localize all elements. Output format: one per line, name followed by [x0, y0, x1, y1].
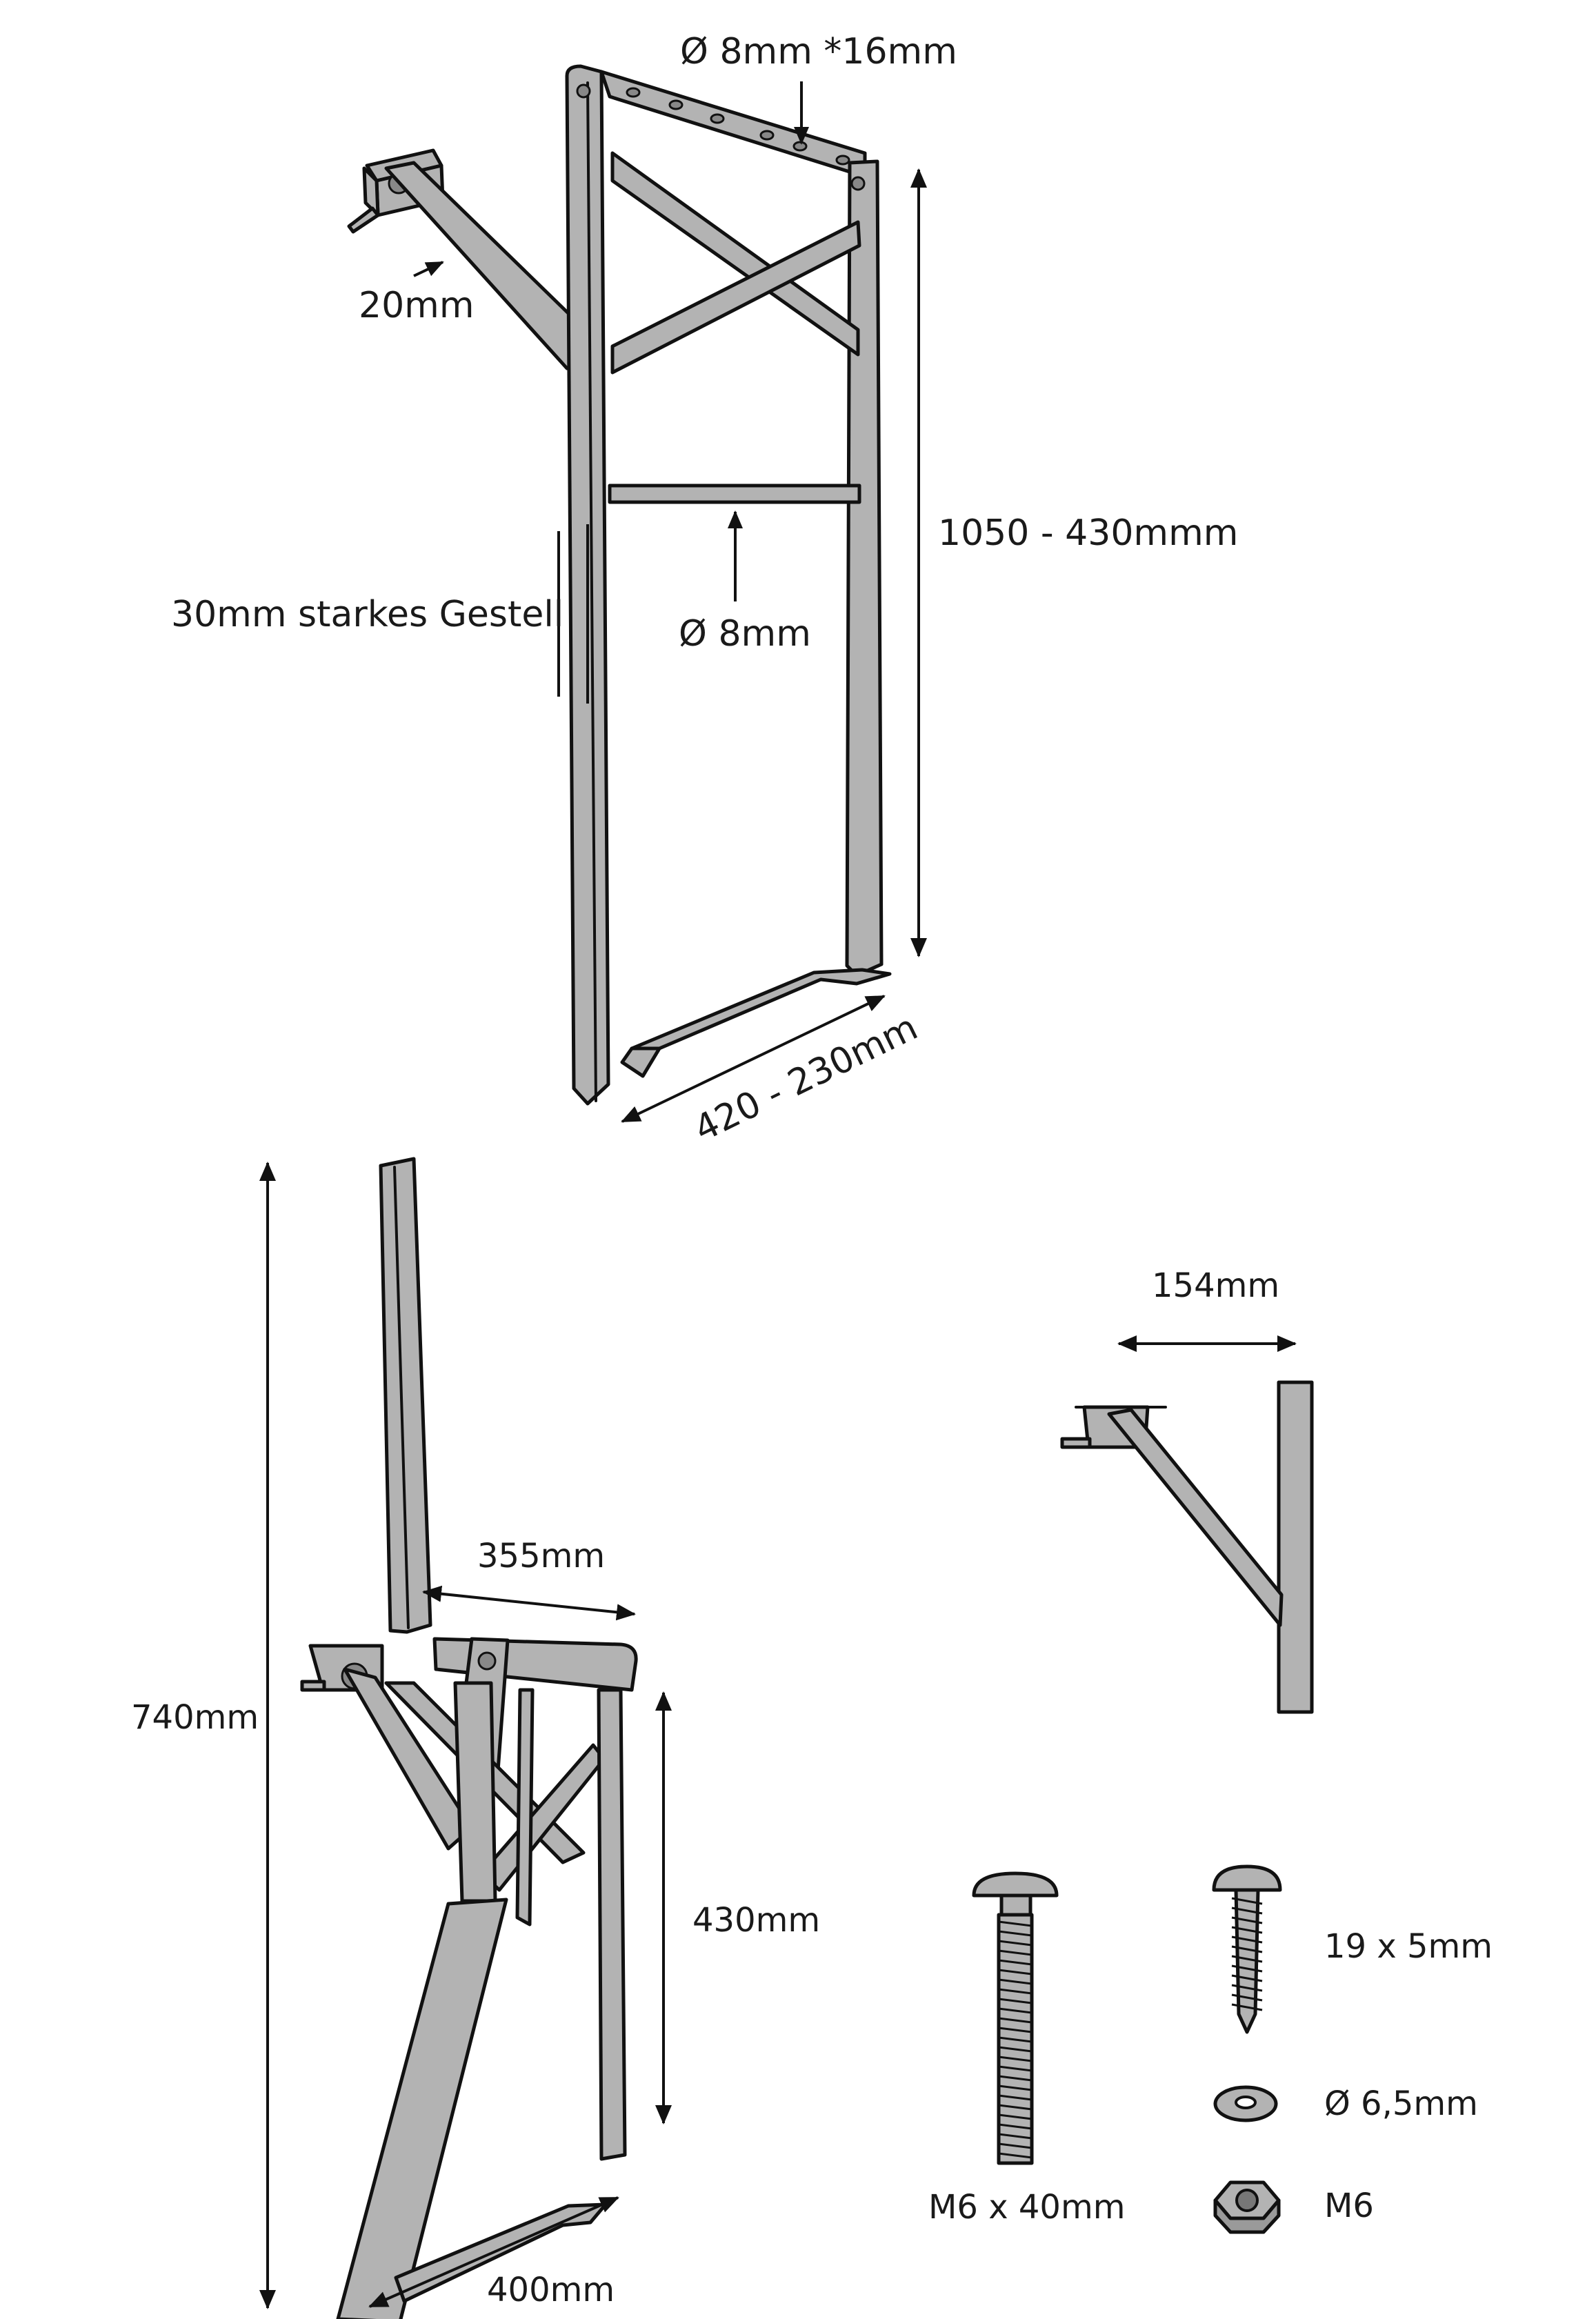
top-hole-label: Ø 8mm *16mm — [680, 31, 957, 72]
rod-label: Ø 8mm — [679, 613, 811, 655]
width-range-label: 420 - 230mm — [688, 1007, 924, 1151]
bolt-label: M6 x 40mm — [928, 2188, 1125, 2227]
top-rail — [599, 70, 867, 179]
bolt-threads — [998, 1920, 1033, 2159]
leg-height-label: 430mm — [692, 1901, 820, 1940]
screw-threads — [1231, 1897, 1263, 2011]
bracket-arm — [1107, 1408, 1284, 1627]
seat-depth-dim — [422, 1585, 636, 1621]
horizontal-rod — [608, 484, 861, 504]
cross-brace-2 — [610, 220, 861, 375]
base-depth-dim — [368, 2196, 619, 2308]
clamp-arrow — [413, 261, 444, 277]
nut-label: M6 — [1324, 2187, 1374, 2225]
screw-label: 19 x 5mm — [1324, 1927, 1493, 1966]
support-arm — [384, 161, 583, 370]
hardware-screw — [1212, 1864, 1282, 2034]
front-leg — [597, 1688, 627, 2161]
total-height-label: 740mm — [131, 1698, 259, 1737]
washer-label: Ø 6,5mm — [1324, 2084, 1478, 2123]
hardware-bolt — [972, 1871, 1059, 2165]
seat-depth-label: 355mm — [477, 1537, 605, 1575]
frame-thickness-label: 30mm starkes Gestell — [171, 594, 563, 635]
bracket-width-label: 154mm — [1152, 1266, 1279, 1305]
folded-frame-view — [347, 64, 927, 1123]
width-dim-line — [621, 995, 886, 1123]
bracket-post — [1277, 1380, 1314, 1714]
unfolded-seat-view — [259, 1157, 672, 2319]
top-rail-holes — [626, 87, 850, 166]
backrest — [379, 1157, 432, 1634]
bracket-detail-view — [1060, 1335, 1314, 1714]
base-depth-label: 400mm — [487, 2271, 615, 2309]
back-rail — [845, 159, 884, 977]
hardware-nut — [1213, 2180, 1281, 2234]
middle-column — [453, 1681, 497, 1903]
hardware-washer — [1213, 2085, 1278, 2122]
height-range-label: 1050 - 430mmm — [938, 512, 1238, 554]
clamp-20-label: 20mm — [359, 285, 474, 326]
front-leg-strut — [515, 1688, 535, 1927]
